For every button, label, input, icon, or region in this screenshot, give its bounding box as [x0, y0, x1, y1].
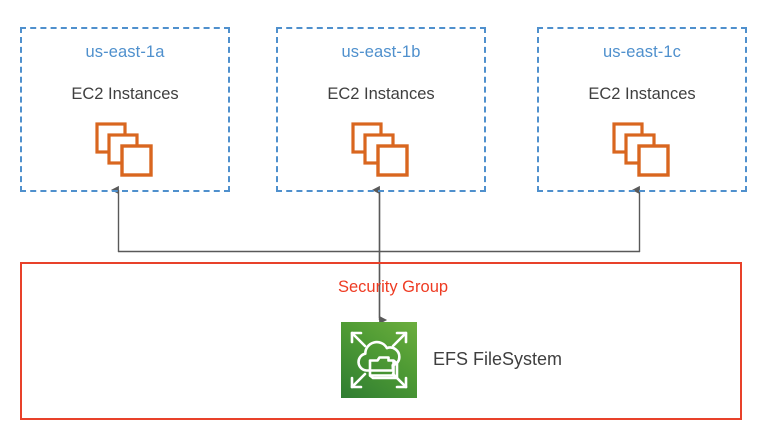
az-resource-label-us-east-1c: EC2 Instances	[588, 85, 696, 103]
az-resource-label-us-east-1a: EC2 Instances	[71, 85, 179, 103]
ec2-instances-icon	[94, 121, 156, 177]
ec2-instances-icon	[350, 121, 412, 177]
az-box-us-east-1b[interactable]: us-east-1b EC2 Instances	[276, 27, 486, 192]
az-label-us-east-1a: us-east-1a	[85, 43, 165, 61]
ec2-instances-icon	[611, 121, 673, 177]
security-group-box[interactable]	[20, 262, 742, 420]
efs-filesystem-icon[interactable]	[341, 322, 417, 398]
efs-filesystem-label: EFS FileSystem	[433, 349, 563, 369]
az-box-us-east-1a[interactable]: us-east-1a EC2 Instances	[20, 27, 230, 192]
az-label-us-east-1b: us-east-1b	[341, 43, 421, 61]
az-box-us-east-1c[interactable]: us-east-1c EC2 Instances	[537, 27, 747, 192]
az-label-us-east-1c: us-east-1c	[602, 43, 682, 61]
az-resource-label-us-east-1b: EC2 Instances	[327, 85, 435, 103]
security-group-label: Security Group	[338, 278, 449, 296]
